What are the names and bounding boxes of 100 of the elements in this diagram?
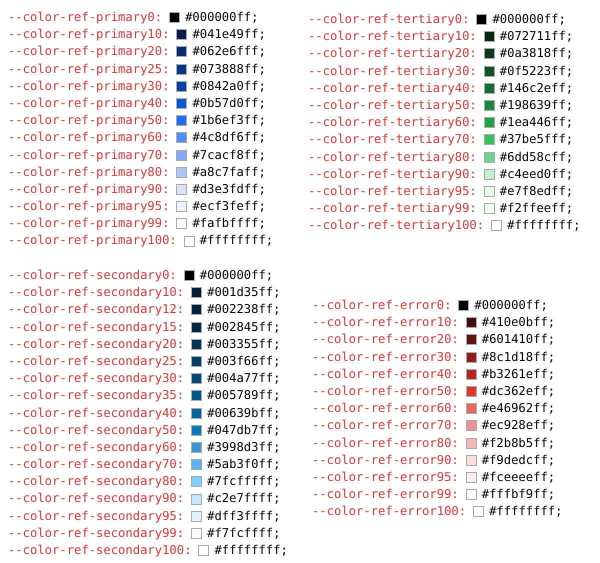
color-value: #dc362eff; xyxy=(482,382,556,400)
color-value: #000000ff; xyxy=(492,11,566,28)
variable-name: --color-ref-error40: xyxy=(312,366,459,383)
color-value: #0a3818ff; xyxy=(500,45,574,62)
variable-name: --color-ref-tertiary0: xyxy=(308,11,470,28)
color-value: #c4eed0ff; xyxy=(500,166,574,183)
variable-name: --color-ref-secondary99: xyxy=(8,524,184,542)
color-value: #001d35ff; xyxy=(207,284,280,302)
variable-name: --color-ref-primary30: xyxy=(8,78,170,95)
color-value: #062e6fff; xyxy=(192,43,266,60)
variable-name: --color-ref-primary99: xyxy=(8,215,170,232)
color-value: #4c8df6ff; xyxy=(192,129,266,146)
color-value: #3998d3ff; xyxy=(207,438,280,456)
variable-name: --color-ref-primary80: xyxy=(8,164,170,181)
color-value: #000000ff; xyxy=(185,9,258,26)
color-value: #0f5223ff; xyxy=(500,62,574,80)
color-value: #ffffffff; xyxy=(200,232,274,250)
color-value: #073888ff; xyxy=(192,60,266,78)
variable-name: --color-ref-primary0: xyxy=(8,9,162,26)
variable-name: --color-ref-secondary80: xyxy=(8,473,184,490)
color-value: #d3e3fdff; xyxy=(192,180,266,198)
color-value: #ffffffff; xyxy=(489,503,562,520)
color-value: #fffbf9ff; xyxy=(482,486,556,504)
variable-name: --color-ref-secondary50: xyxy=(8,422,184,439)
variable-name: --color-ref-secondary15: xyxy=(8,318,184,336)
color-value: #ffffffff; xyxy=(507,217,580,234)
color-value: #000000ff; xyxy=(200,267,274,284)
variable-name: --color-ref-error100: xyxy=(312,503,466,520)
variable-name: --color-ref-error80: xyxy=(312,434,459,452)
variable-name: --color-ref-secondary95: xyxy=(8,508,184,525)
variable-name: --color-ref-secondary60: xyxy=(8,438,184,456)
variable-name: --color-ref-primary20: xyxy=(8,43,170,60)
color-value: #ecf3feff; xyxy=(192,198,266,216)
color-value: #ffffffff; xyxy=(214,542,288,559)
color-value: #37be5fff; xyxy=(500,131,574,148)
color-value: #fafbffff; xyxy=(192,215,266,232)
variable-name: --color-ref-primary100: xyxy=(8,232,177,250)
color-value: #1b6ef3ff; xyxy=(192,112,266,130)
variable-name: --color-ref-error99: xyxy=(312,486,459,504)
variable-name: --color-ref-error70: xyxy=(312,417,459,434)
variable-name: --color-ref-tertiary20: xyxy=(308,45,477,62)
color-value: #f2ffeeff; xyxy=(500,200,574,218)
color-value: #1ea446ff; xyxy=(500,114,574,132)
color-value: #fceeeeff; xyxy=(482,468,556,486)
color-value: #003f66ff; xyxy=(207,352,280,370)
variable-name: --color-ref-tertiary80: xyxy=(308,148,477,166)
color-value: #00639bff; xyxy=(207,404,280,422)
color-value: #f2b8b5ff; xyxy=(482,434,556,452)
variable-name: --color-ref-secondary10: xyxy=(8,284,184,302)
color-value: #8c1d18ff; xyxy=(482,348,556,366)
variable-name: --color-ref-secondary40: xyxy=(8,404,184,422)
variable-name: --color-ref-tertiary60: xyxy=(308,114,477,132)
color-value: #5ab3f0ff; xyxy=(207,456,280,474)
variable-name: --color-ref-tertiary99: xyxy=(308,200,477,218)
color-value: #e7f8edff; xyxy=(500,182,574,200)
variable-name: --color-ref-secondary90: xyxy=(8,490,184,508)
color-value: #0842a0ff; xyxy=(192,78,266,95)
variable-name: --color-ref-secondary12: xyxy=(8,301,184,318)
variable-name: --color-ref-primary50: xyxy=(8,112,170,130)
variable-name: --color-ref-tertiary70: xyxy=(308,131,477,148)
variable-name: --color-ref-error95: xyxy=(312,468,459,486)
variable-name: --color-ref-secondary25: xyxy=(8,352,184,370)
variable-name: --color-ref-error10: xyxy=(312,314,459,332)
color-value: #6dd58cff; xyxy=(500,148,574,166)
color-value: #7cacf8ff; xyxy=(192,146,266,164)
color-value: #a8c7faff; xyxy=(192,164,266,181)
color-value: #0b57d0ff; xyxy=(192,94,266,112)
color-value: #002845ff; xyxy=(207,318,280,336)
variable-name: --color-ref-tertiary90: xyxy=(308,166,477,183)
variable-name: --color-ref-tertiary10: xyxy=(308,28,477,46)
variable-name: --color-ref-primary90: xyxy=(8,180,170,198)
color-value: #146c2eff; xyxy=(500,80,574,97)
color-value: #e46962ff; xyxy=(482,400,556,418)
color-value: #f7fcffff; xyxy=(207,524,280,542)
variable-name: --color-ref-primary40: xyxy=(8,94,170,112)
color-value: #198639ff; xyxy=(500,96,574,114)
variable-name: --color-ref-error50: xyxy=(312,382,459,400)
variable-name: --color-ref-secondary30: xyxy=(8,370,184,388)
color-value: #003355ff; xyxy=(207,336,280,353)
color-value: #000000ff; xyxy=(474,297,548,314)
variable-name: --color-ref-primary95: xyxy=(8,198,170,216)
color-value: #072711ff; xyxy=(500,28,574,46)
color-value: #ec928eff; xyxy=(482,417,556,434)
variable-name: --color-ref-primary25: xyxy=(8,60,170,78)
variable-name: --color-ref-tertiary40: xyxy=(308,80,477,97)
variable-name: --color-ref-tertiary30: xyxy=(308,62,477,80)
variable-name: --color-ref-secondary20: xyxy=(8,336,184,353)
variable-name: --color-ref-tertiary95: xyxy=(308,182,477,200)
variable-name: --color-ref-error90: xyxy=(312,452,459,469)
variable-name: --color-ref-primary10: xyxy=(8,26,170,44)
variable-name: --color-ref-tertiary50: xyxy=(308,96,477,114)
variable-name: --color-ref-error30: xyxy=(312,348,459,366)
color-value: #601410ff; xyxy=(482,331,556,348)
color-value: #7fcfffff; xyxy=(207,473,280,490)
color-value: #002238ff; xyxy=(207,301,280,318)
color-value: #041e49ff; xyxy=(192,26,266,44)
variable-name: --color-ref-error20: xyxy=(312,331,459,348)
variable-name: --color-ref-secondary100: xyxy=(8,542,192,559)
color-value: #410e0bff; xyxy=(482,314,556,332)
color-value: #047db7ff; xyxy=(207,422,280,439)
